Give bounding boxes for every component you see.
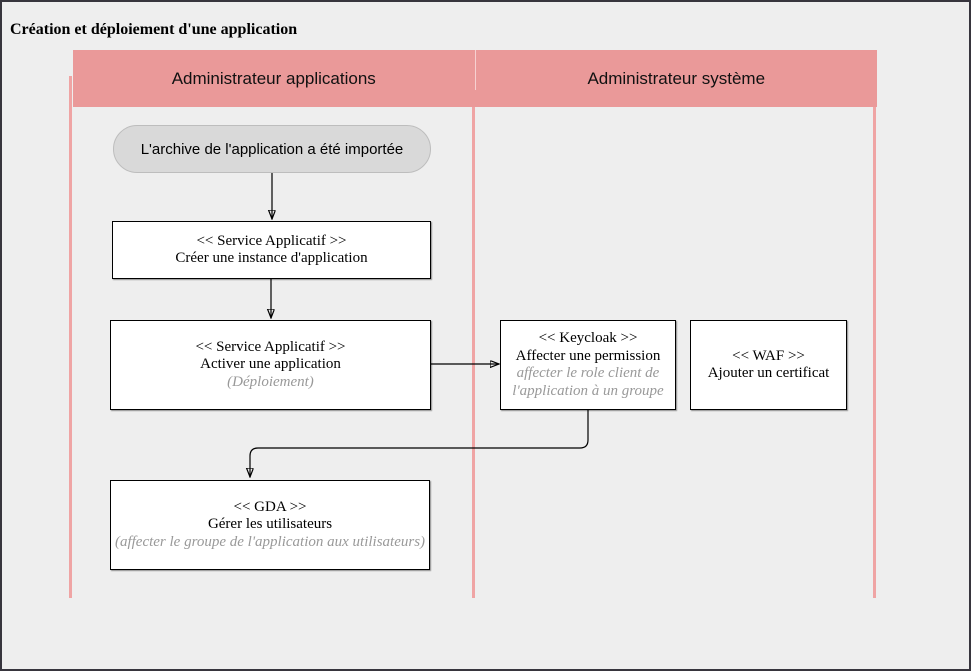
lane-boundary-right (873, 88, 876, 598)
start-node-label: L'archive de l'application a été importé… (140, 140, 404, 158)
lane-header-label: Administrateur système (587, 68, 766, 88)
lane-header-admin-applications: Administrateur applications (73, 50, 475, 107)
node-label: Créer une instance d'application (175, 250, 368, 266)
node-label: Gérer les utilisateurs (207, 516, 333, 533)
edge-keycloak-to-gda (250, 410, 589, 477)
lane-header-divider (474, 50, 476, 90)
node-label: Affecter une permission (515, 347, 661, 364)
lane-boundary-left (69, 76, 72, 598)
node-stereotype: << Keycloak >> (538, 330, 638, 346)
lane-header-admin-systeme: Administrateur système (476, 50, 878, 107)
node-note: affecter le role client de l'application… (512, 365, 664, 399)
action-node-creer-instance: << Service Applicatif >> Créer une insta… (112, 221, 431, 279)
node-label: Activer une application (200, 356, 341, 373)
start-node-archive-importee: L'archive de l'application a été importé… (113, 125, 431, 173)
action-node-activer-application: << Service Applicatif >> Activer une app… (110, 320, 431, 410)
diagram-title: Création et déploiement d'une applicatio… (10, 21, 298, 38)
node-note: (Déploiement) (227, 373, 314, 390)
lane-header-label: Administrateur applications (171, 68, 376, 88)
node-stereotype: << Service Applicatif >> (196, 232, 347, 249)
node-label: Ajouter un certificat (707, 365, 830, 381)
action-node-gerer-utilisateurs: << GDA >> Gérer les utilisateurs (affect… (110, 480, 430, 570)
swimlane-header-band: Administrateur applications Administrate… (73, 50, 877, 107)
action-node-affecter-permission: << Keycloak >> Affecter une permission a… (500, 320, 676, 410)
node-stereotype: << Service Applicatif >> (195, 338, 346, 355)
action-node-ajouter-certificat: << WAF >> Ajouter un certificat (690, 320, 847, 410)
node-stereotype: << WAF >> (732, 347, 805, 364)
node-note: (affecter le groupe de l'application aux… (114, 533, 426, 550)
lane-boundary-middle (472, 107, 475, 598)
node-stereotype: << GDA >> (233, 498, 307, 515)
